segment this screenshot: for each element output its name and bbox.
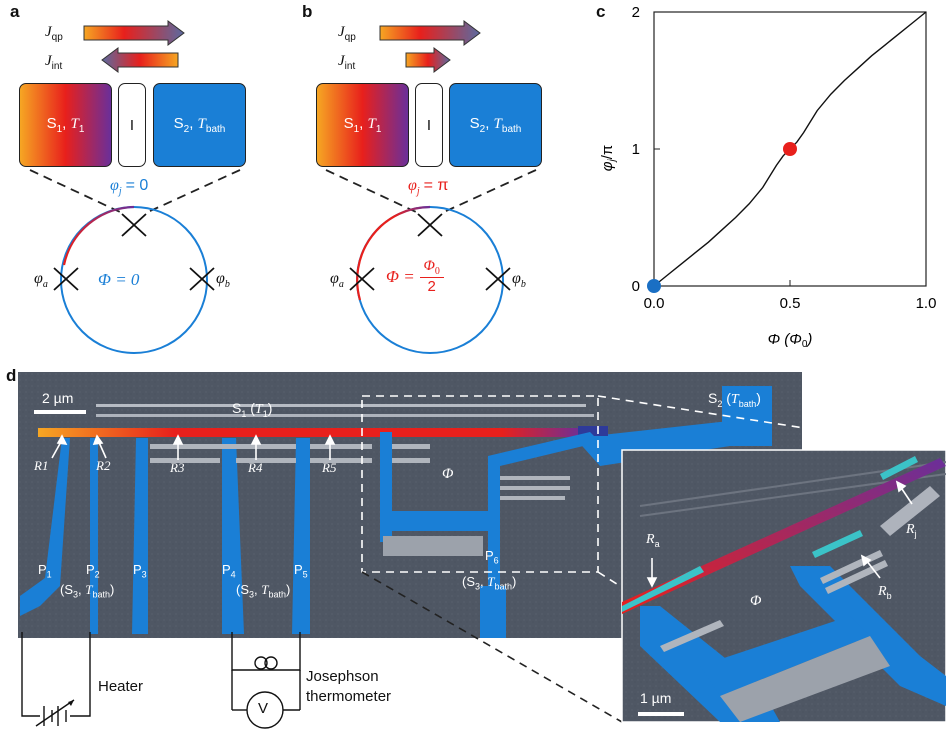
phi-a-label-a: φa xyxy=(34,270,48,291)
x-tick-label: 0.0 xyxy=(644,295,665,312)
heated-stripe xyxy=(38,428,584,437)
panel-label-b: b xyxy=(302,2,313,21)
jint-arrow-b xyxy=(405,47,451,73)
s3-group-label-3: (S3, Tbath) xyxy=(462,574,517,592)
s3-group-label-2: (S3, Tbath) xyxy=(236,582,291,600)
svg-text:φj/π: φj/π xyxy=(599,145,618,172)
flux-a: Φ = 0 xyxy=(98,270,140,289)
jint-label-b: Jint xyxy=(338,53,356,72)
current-arrows-a xyxy=(83,20,185,73)
insulator-box-b: I xyxy=(415,83,443,167)
jqp-arrow-b xyxy=(379,20,481,46)
s1-box-b: S1, T1 xyxy=(316,83,409,167)
s2-label-d: S2 (Tbath) xyxy=(708,390,761,409)
x-tick-label: 1.0 xyxy=(916,295,937,312)
y-tick-label: 2 xyxy=(632,4,640,21)
inset-scale-label: 1 µm xyxy=(640,690,672,706)
panel-label-d: d xyxy=(6,366,17,385)
y-axis-label: φj/π xyxy=(599,145,618,172)
scale-bar xyxy=(34,410,86,414)
resistor-r4: R4 xyxy=(248,460,263,475)
sem-image xyxy=(18,372,946,723)
jint-label-a: Jint xyxy=(45,53,63,72)
jint-arrow-a xyxy=(101,47,179,73)
squid-loop-b xyxy=(325,169,537,354)
probe-p4: P4 xyxy=(222,562,236,580)
probe-p2: P2 xyxy=(86,562,100,580)
inset-rb: Rb xyxy=(878,584,892,601)
zoom-region xyxy=(361,395,599,573)
s2-box-b: S2, Tbath xyxy=(449,83,542,167)
y-tick-label: 1 xyxy=(632,141,640,158)
inset-ra: Ra xyxy=(646,532,660,549)
x-axis-label: Φ (Φ0) xyxy=(768,331,813,350)
inset-flux-label: Φ xyxy=(750,593,762,609)
resistor-r2: R2 xyxy=(96,458,111,473)
phi-a-label-b: φa xyxy=(330,270,344,291)
data-point-1 xyxy=(783,142,797,156)
phi-b-label-b: φb xyxy=(512,270,526,291)
resistor-r1: R1 xyxy=(34,458,49,473)
s1-label-d: S1 (T1) xyxy=(232,400,273,419)
phase-j-b: φj = π xyxy=(408,177,449,198)
jqp-label-b: Jqp xyxy=(338,24,356,43)
current-arrows-b xyxy=(379,20,481,73)
resistor-r5: R5 xyxy=(322,460,337,475)
x-tick-label: 0.5 xyxy=(780,295,801,312)
probe-p6: P6 xyxy=(485,548,499,566)
phi-b-label-a: φb xyxy=(216,270,230,291)
probe-p1: P1 xyxy=(38,562,52,580)
flux-label-d: Φ xyxy=(442,466,454,482)
resistor-r3: R3 xyxy=(170,460,185,475)
y-tick-label: 0 xyxy=(632,278,640,295)
panel-label-c: c xyxy=(596,2,606,21)
thermometer-label-2: thermometer xyxy=(306,688,392,705)
jqp-arrow-a xyxy=(83,20,185,46)
s3-group-label-1: (S3, Tbath) xyxy=(60,582,115,600)
insulator-box-a: I xyxy=(118,83,146,167)
phase-flux-chart: 0.0 0.5 1.0 0 1 2 φj/π Φ (Φ0) xyxy=(599,4,937,350)
thermometer-label-1: Josephson xyxy=(306,668,379,685)
inset-rj: Rj xyxy=(906,522,917,539)
voltmeter-icon: V xyxy=(258,700,269,717)
jqp-label-a: Jqp xyxy=(45,24,63,43)
s2-box-a: S2, Tbath xyxy=(153,83,246,167)
squid-loop-a xyxy=(29,169,241,354)
probe-p3: P3 xyxy=(133,562,147,580)
data-point-0 xyxy=(647,279,661,293)
inset-scale-bar xyxy=(638,712,684,716)
probe-p5: P5 xyxy=(294,562,308,580)
scale-label: 2 µm xyxy=(42,390,74,406)
phase-j-a: φj = 0 xyxy=(110,177,149,198)
measurement-circuits xyxy=(21,632,301,729)
flux-b: Φ = Φ0 2 xyxy=(386,258,444,295)
s1-box-a: S1, T1 xyxy=(19,83,112,167)
panel-label-a: a xyxy=(10,2,20,21)
heater-label: Heater xyxy=(98,678,144,695)
